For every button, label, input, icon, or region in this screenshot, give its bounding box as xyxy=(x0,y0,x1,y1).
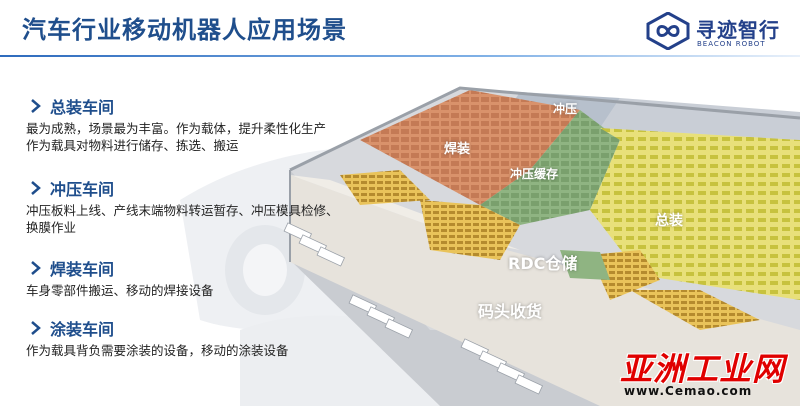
zone-label-hanzhuang: 焊装 xyxy=(444,142,471,157)
section-hanzhuang: 焊装车间 车身零部件搬运、移动的焊接设备 xyxy=(26,256,408,299)
page-title: 汽车行业移动机器人应用场景 xyxy=(22,16,347,44)
chevron-right-icon xyxy=(31,181,41,195)
logo-text-en: BEACON ROBOT xyxy=(697,40,766,48)
section-zongzhuang: 总装车间 最为成熟，场景最为丰富。作为载体，提升柔性化生产 作为载具对物料进行储… xyxy=(26,94,408,154)
section-chongya: 冲压车间 冲压板料上线、产线末端物料转运暂存、冲压模具检修、 换膜作业 xyxy=(26,176,408,236)
chevron-right-icon xyxy=(31,261,41,275)
factory-illustration xyxy=(180,86,800,406)
section-body: 作为载具背负需要涂装的设备，移动的涂装设备 xyxy=(26,343,289,358)
brand-logo: 寻迹智行 BEACON ROBOT xyxy=(646,10,794,52)
section-body: 车身零部件搬运、移动的焊接设备 xyxy=(26,283,214,298)
title-underline xyxy=(0,55,800,57)
watermark: 亚洲工业网 www.Cemao.com xyxy=(600,344,790,404)
zone-label-dock: 码头收货 xyxy=(478,302,543,321)
watermark-url: www.Cemao.com xyxy=(624,384,753,398)
section-title: 总装车间 xyxy=(50,98,115,117)
chevron-right-icon xyxy=(31,99,41,113)
zone-label-rdc: RDC仓储 xyxy=(508,254,578,273)
section-title: 冲压车间 xyxy=(50,180,115,199)
section-tuzhuang: 涂装车间 作为载具背负需要涂装的设备，移动的涂装设备 xyxy=(26,316,408,359)
logo-text-cn: 寻迹智行 xyxy=(696,18,780,42)
section-title: 焊装车间 xyxy=(50,260,115,279)
chevron-right-icon xyxy=(31,321,41,335)
section-body: 最为成熟，场景最为丰富。作为载体，提升柔性化生产 作为载具对物料进行储存、拣选、… xyxy=(26,121,327,153)
section-title: 涂装车间 xyxy=(50,320,115,339)
zone-label-zongzhuang: 总装 xyxy=(655,213,683,229)
beacon-logo-icon xyxy=(646,12,690,50)
watermark-text: 亚洲工业网 xyxy=(620,350,786,388)
section-body: 冲压板料上线、产线末端物料转运暂存、冲压模具检修、 换膜作业 xyxy=(26,203,339,235)
zone-label-chongya-store: 冲压缓存 xyxy=(510,167,559,181)
zone-label-chongya: 冲压 xyxy=(553,102,578,116)
